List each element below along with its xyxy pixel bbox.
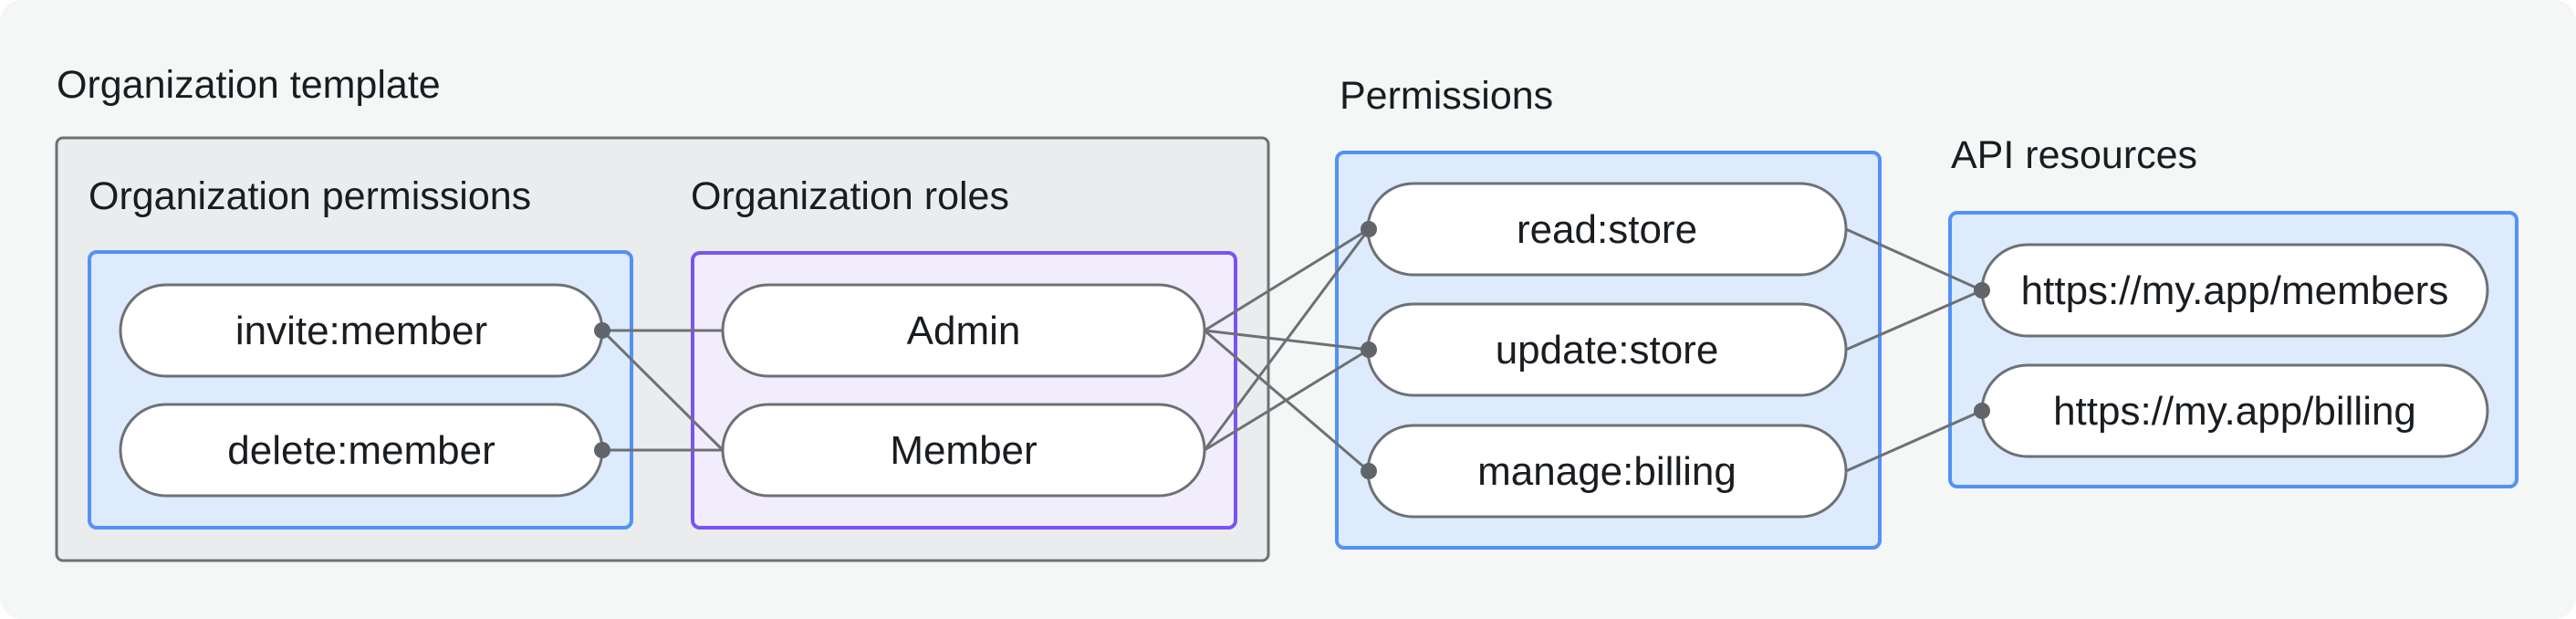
node-read-store-label: read:store — [1517, 207, 1697, 252]
node-admin-label: Admin — [907, 309, 1021, 353]
node-member — [721, 403, 1206, 498]
dot-manage-billing — [1361, 463, 1377, 479]
dot-update-store — [1361, 341, 1377, 358]
node-invite-member-label: invite:member — [235, 309, 487, 353]
dot-delete-member — [594, 442, 610, 458]
dot-members-resource — [1974, 282, 1990, 299]
node-delete-member-label: delete:member — [227, 428, 495, 473]
node-member-label: Member — [890, 428, 1037, 473]
org-template-title: Organization template — [57, 63, 441, 107]
edge-member-to-update-store — [1204, 348, 1370, 452]
api-resources-title: API resources — [1951, 133, 2197, 177]
org-permissions-title: Organization permissions — [89, 174, 531, 218]
edge-admin-to-read-store — [1204, 227, 1370, 332]
dot-read-store — [1361, 221, 1377, 237]
node-billing-resource-label: https://my.app/billing — [2053, 389, 2416, 434]
edge-update-store-to-members — [1845, 289, 1983, 351]
node-manage-billing-label: manage:billing — [1477, 449, 1736, 494]
edge-invite-member-to-member — [600, 329, 725, 452]
node-update-store-label: update:store — [1496, 328, 1719, 372]
node-members-resource-label: https://my.app/members — [2021, 268, 2449, 313]
dot-invite-member — [594, 322, 610, 339]
edge-manage-billing-to-billing — [1845, 409, 1983, 473]
dot-billing-resource — [1974, 403, 1990, 419]
org-roles-title: Organization roles — [691, 174, 1009, 218]
node-admin — [721, 283, 1206, 378]
edge-member-to-read-store — [1203, 228, 1371, 451]
edge-read-store-to-members — [1845, 227, 1983, 292]
permissions-title: Permissions — [1340, 74, 1553, 118]
